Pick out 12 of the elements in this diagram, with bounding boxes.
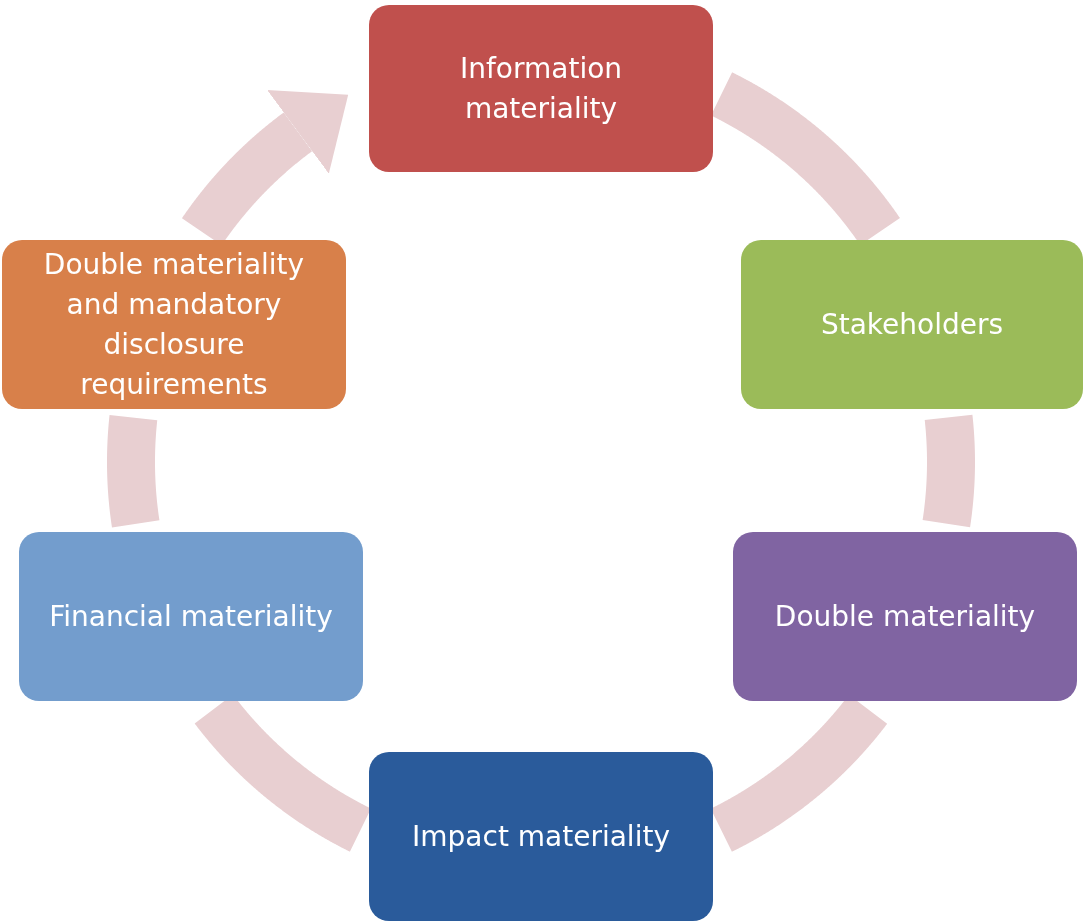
process-box <box>733 532 1077 701</box>
box-label: Stakeholders <box>820 306 1004 343</box>
process-box <box>369 5 713 172</box>
box-label: Information materiality <box>458 50 624 127</box>
process-box <box>369 752 713 921</box>
box-label: Double materiality and mandatory disclosure requirements <box>42 246 306 403</box>
process-box <box>19 532 363 701</box>
box-label: Financial materiality <box>49 598 333 635</box>
box-label: Double materiality <box>774 598 1036 635</box>
box-label: Impact materiality <box>412 818 670 855</box>
process-box <box>2 240 346 409</box>
process-box <box>741 240 1083 409</box>
